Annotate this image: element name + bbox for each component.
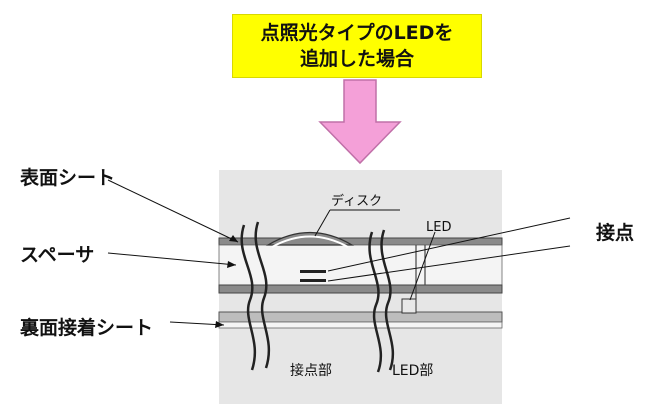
contact-part-label: 接点部 (290, 362, 332, 379)
led-part-label: LED部 (392, 363, 433, 379)
disk-label: ディスク (331, 193, 382, 209)
label-back-adhesive-sheet: 裏面接着シート (20, 317, 154, 339)
break-line-mid-2 (380, 229, 395, 371)
leader-surface-sheet (107, 179, 239, 243)
led-element (401, 298, 417, 314)
leader-contact-lower (327, 245, 571, 282)
leader-contact-upper (327, 217, 571, 272)
label-surface-sheet: 表面シート (20, 167, 116, 189)
banner-line-2: 追加した場合 (299, 48, 414, 70)
banner-line-1: 点照光タイプのLEDを (260, 22, 454, 44)
disk-inner (271, 235, 349, 248)
leader-led (409, 231, 436, 301)
upper-contact (300, 270, 326, 273)
led-label: LED (426, 220, 451, 235)
label-spacer: スペーサ (20, 244, 95, 266)
lower-contact (300, 279, 326, 282)
down-arrow-icon (318, 79, 402, 165)
surface-sheet-layer (218, 237, 503, 246)
middle-sheet-layer (218, 284, 503, 294)
break-line-left (240, 224, 257, 371)
bottom-sheet-layer (218, 321, 503, 329)
title-banner: 点照光タイプのLEDを 追加した場合 (232, 14, 482, 78)
label-contact: 接点 (596, 222, 635, 244)
break-line-left-2 (254, 221, 271, 369)
leader-spacer (107, 252, 237, 266)
leader-back-adhesive (169, 321, 225, 326)
break-line-mid (368, 231, 383, 373)
disk-dome (265, 231, 355, 246)
